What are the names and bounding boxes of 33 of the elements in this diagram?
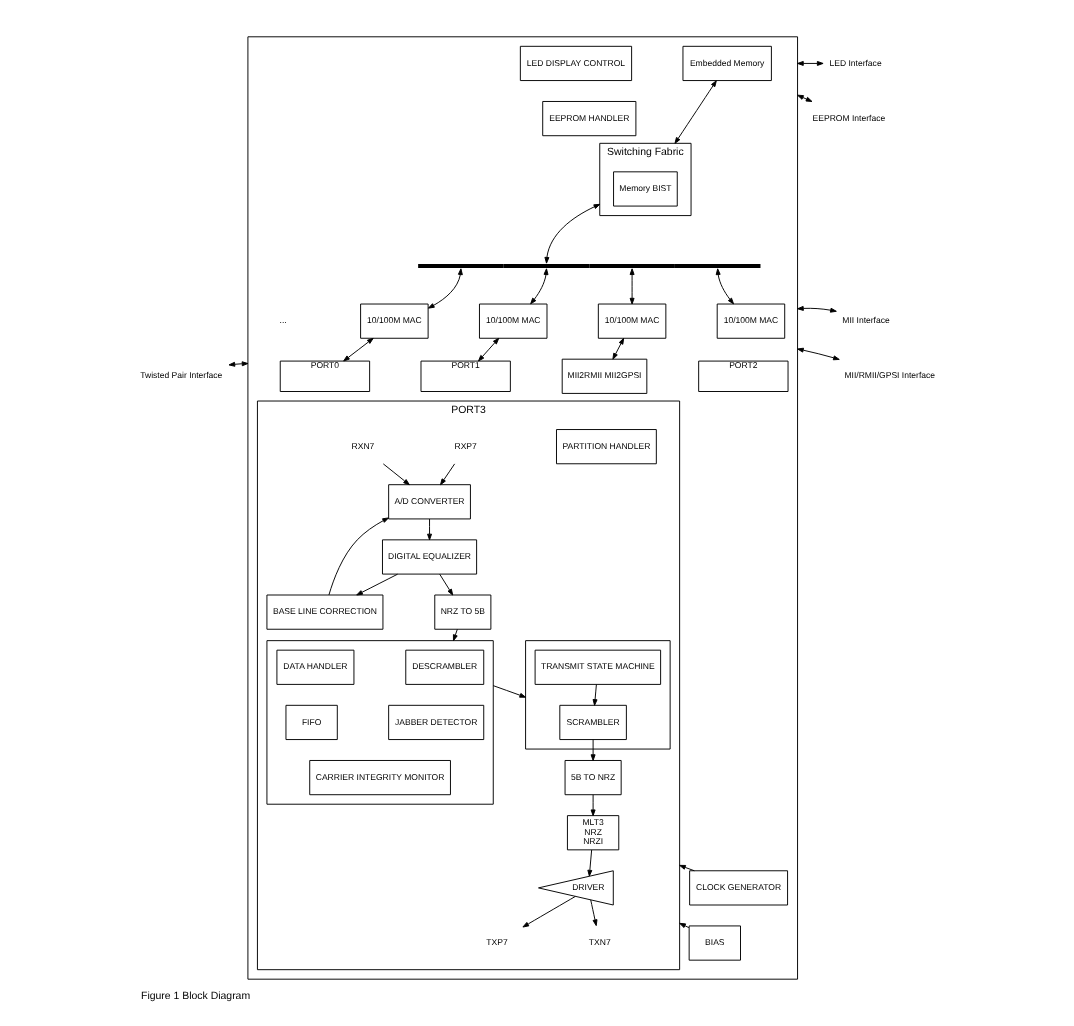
arrow (343, 337, 374, 362)
arrow (356, 573, 399, 596)
arrow (427, 518, 432, 541)
arrow (715, 268, 734, 305)
arrow (797, 94, 813, 102)
arrow (382, 463, 410, 486)
arrow (228, 361, 249, 367)
arrow (530, 268, 549, 305)
arrow (587, 849, 593, 877)
arrow (544, 203, 601, 264)
arrow (674, 80, 717, 144)
arrow (328, 517, 389, 596)
arrow (679, 922, 690, 929)
arrow (439, 573, 454, 596)
arrow (492, 685, 527, 698)
arrow (797, 60, 824, 66)
arrow (590, 739, 596, 761)
arrow (452, 628, 458, 642)
arrow (679, 864, 695, 872)
arrow (629, 268, 635, 305)
arrow (612, 337, 625, 360)
arrow (478, 337, 500, 362)
arrow (440, 463, 456, 486)
arrow (797, 347, 840, 361)
cluster (525, 640, 671, 750)
cluster (266, 640, 494, 805)
cluster (247, 36, 799, 980)
arrow (590, 794, 596, 817)
arrow (592, 684, 598, 706)
arrow (522, 896, 576, 928)
arrow (590, 899, 598, 927)
arrow (427, 268, 463, 309)
arrow (797, 305, 837, 313)
